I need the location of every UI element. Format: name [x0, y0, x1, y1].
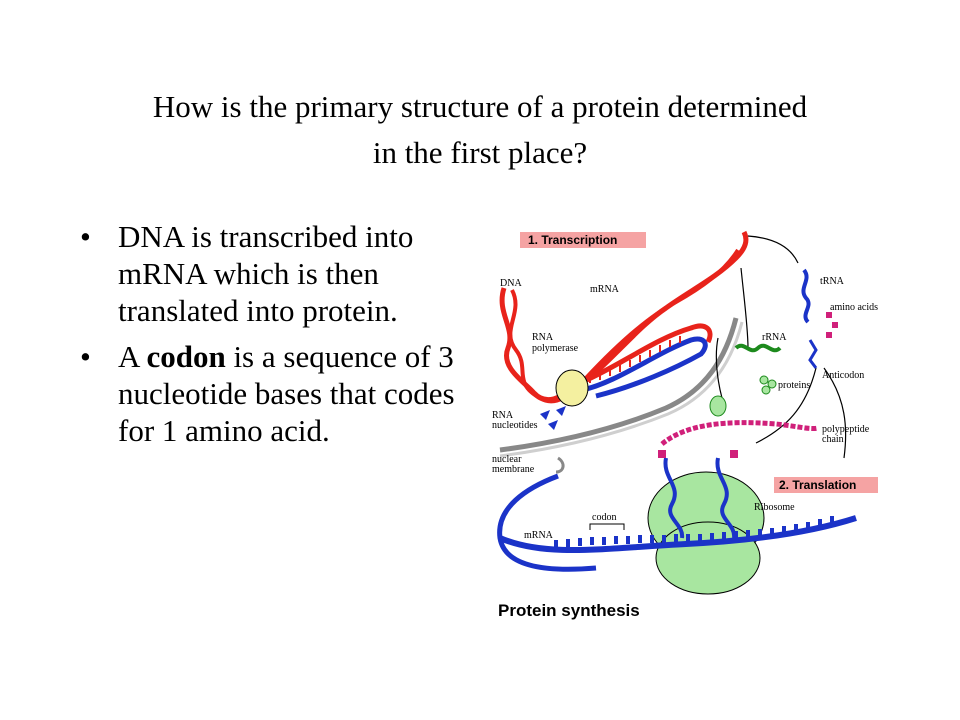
- rna-nucleotides-label-2: nucleotides: [492, 420, 538, 431]
- arrow-trna-to-ribosome: [755, 367, 817, 444]
- mrna-bottom-label: mRNA: [524, 530, 554, 541]
- nuclear-membrane-label-1: nuclear: [492, 454, 522, 465]
- figure-caption: Protein synthesis: [498, 601, 640, 620]
- codon-bracket: [589, 523, 625, 530]
- rrna-shape: [734, 343, 782, 353]
- trna-shape: [801, 268, 811, 324]
- codon-bases: [554, 516, 834, 548]
- dna-template-strand: [581, 323, 713, 385]
- ribosome-label: Ribosome: [754, 502, 795, 513]
- amino-acid-mark: [658, 450, 666, 458]
- rna-polymerase-label-1: RNA: [532, 332, 554, 343]
- trna-in-ribosome: [715, 457, 737, 539]
- translation-label-box: [774, 477, 878, 493]
- rna-nucleotides-label-1: RNA: [492, 410, 514, 421]
- rrna-label: rRNA: [762, 332, 787, 343]
- bullet-item: • A codon is a sequence of 3 nucleotide …: [78, 338, 458, 449]
- mrna-in-translation: [498, 515, 857, 554]
- bullet-dot: •: [80, 219, 91, 254]
- mrna-transcript: [581, 336, 708, 399]
- arrow-to-proteins: [715, 337, 723, 399]
- protein-synthesis-figure: 1. Transcription 2. Translation: [486, 218, 900, 628]
- polypeptide-label-2: chain: [822, 434, 844, 445]
- transcription-label-box: [520, 232, 646, 248]
- translation-label: 2. Translation: [779, 478, 856, 492]
- rna-nucleotides-shapes: [540, 406, 566, 430]
- trna-charged-shape: [808, 339, 818, 369]
- amino-acid-mark: [832, 322, 838, 328]
- rna-polymerase-shape: [555, 369, 589, 407]
- protein-synthesis-diagram: 1. Transcription 2. Translation: [492, 230, 878, 620]
- nuclear-pore: [555, 456, 565, 474]
- bullet-text-after: is a sequence of 3 nucleotide bases that…: [118, 339, 455, 448]
- protein-mark: [767, 379, 777, 389]
- protein-mark: [759, 375, 769, 385]
- amino-acid-mark: [826, 312, 832, 318]
- ribosomal-subunit-small: [709, 395, 727, 417]
- protein-mark: [761, 385, 771, 395]
- base-pair-ticks: [589, 336, 681, 383]
- trna-label: tRNA: [820, 276, 845, 287]
- arrow-to-translation: [823, 367, 847, 459]
- bullet-text: DNA is transcribed into mRNA which is th…: [118, 219, 414, 328]
- mrna-top-label: mRNA: [590, 284, 620, 295]
- mrna-export-strand: [497, 473, 597, 572]
- bullet-item: • DNA is transcribed into mRNA which is …: [78, 218, 458, 329]
- nuclear-membrane-label-2: membrane: [492, 464, 535, 475]
- bullet-list: • DNA is transcribed into mRNA which is …: [78, 218, 458, 458]
- amino-acids-label: amino acids: [830, 302, 878, 313]
- polypeptide-label-1: polypeptide: [822, 424, 870, 435]
- trna-in-ribosome: [663, 457, 685, 539]
- amino-acid-mark: [730, 450, 738, 458]
- rna-polymerase-label-2: polymerase: [532, 343, 579, 354]
- title-line-1: How is the primary structure of a protei…: [152, 89, 808, 124]
- arrow-to-trna: [747, 235, 799, 264]
- nuclear-membrane-inner: [499, 321, 744, 458]
- transcription-label: 1. Transcription: [528, 233, 617, 247]
- nuclear-membrane-outer: [499, 317, 739, 453]
- proteins-label: proteins: [778, 380, 810, 391]
- arrow-to-rrna: [740, 267, 749, 349]
- bullet-text-before: A: [118, 339, 147, 374]
- ribosome-small-subunit: [655, 521, 761, 595]
- anticodon-label: Anticodon: [822, 370, 864, 381]
- codon-label: codon: [592, 512, 616, 523]
- bullet-bold-term: codon: [146, 339, 226, 374]
- title-line-2: in the first place?: [372, 135, 588, 170]
- amino-acid-mark: [826, 332, 832, 338]
- dna-label: DNA: [500, 278, 522, 289]
- bullet-dot: •: [80, 339, 91, 374]
- polypeptide-chain-shape: [660, 420, 819, 446]
- slide-title: How is the primary structure of a protei…: [60, 84, 900, 176]
